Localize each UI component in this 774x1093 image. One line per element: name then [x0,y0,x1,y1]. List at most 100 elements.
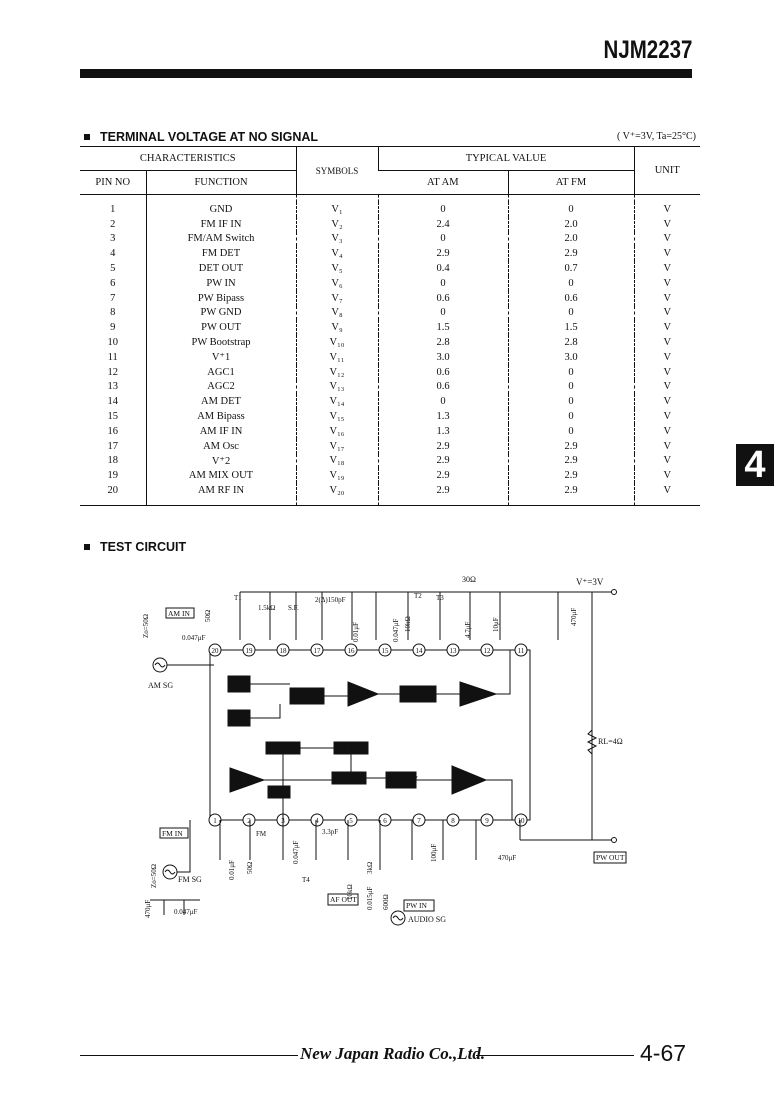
cell-symbol: V₁₉ [295,468,378,484]
cell-function: FM IF IN [145,216,296,232]
pin-circle [480,813,494,827]
header-at-fm: AT FM [507,170,634,195]
cell-pin: 7 [110,292,116,304]
cell-function: GND [145,202,296,217]
cell-symbol: V₁₂ [295,364,378,380]
cell-am: 2.9 [377,468,508,484]
pin-circle [344,643,358,657]
cell-fm: 0 [507,275,634,291]
label-r50-fm: 50Ω [246,862,254,874]
pin-number: 15 [382,647,390,655]
cell-pin: 10 [107,337,119,349]
cell-am: 2.9 [377,453,508,469]
cell-function: AM RF IN [145,483,296,498]
pin-number: 2 [247,817,251,825]
cell-unit: V [633,335,700,350]
label-sf: S.F. [288,604,299,612]
block-sw: SW [271,788,283,797]
header-symbols: SYMBOLS [295,146,378,195]
cell-am: 2.8 [377,335,508,350]
block-osc: OSC [297,692,313,701]
pin-number: 10 [518,817,526,825]
pin-number: 6 [383,817,387,825]
cell-pin: 8 [110,307,116,319]
block-agc: AGC [463,690,480,699]
label-c2x150: 2(Δ)150pF [315,596,346,604]
cell-pin: 18 [107,455,119,467]
label-c470a: 470μF [570,608,578,626]
pin-number: 20 [212,647,220,655]
label-t1: T1 [234,594,242,602]
cell-unit: V [633,409,700,424]
label-t4: T4 [302,876,310,884]
cell-symbol: V₂ [295,216,378,232]
cell-unit: V [633,202,700,217]
cell-symbol: V₁₀ [295,335,378,350]
pin-circle [378,813,392,827]
measurement-condition: ( V⁺=3V, Ta=25°C) [616,131,696,142]
pin-circle [412,813,426,827]
cell-am: 1.5 [377,320,508,336]
cell-unit: V [633,468,700,484]
cell-pin: 5 [110,263,116,275]
cell-fm: 2.0 [507,216,634,232]
cell-pin: 9 [110,322,116,334]
cell-pin: 1 [110,203,116,215]
cell-am: 2.9 [377,246,508,262]
cell-unit: V [633,216,700,232]
cell-symbol: V₉ [295,320,378,336]
pin-number: 11 [518,647,525,655]
cell-unit: V [633,246,700,262]
cell-symbol: V₆ [295,275,378,291]
label-c470b: 470μF [498,854,516,862]
label-am-in: AM IN [168,609,190,618]
cell-unit: V [633,453,700,469]
cell-am: 3.0 [377,349,508,365]
cell-fm: 0 [507,305,634,321]
cell-fm: 2.8 [507,335,634,350]
cell-fm: 0 [507,202,634,217]
pin-number: 8 [451,817,455,825]
cell-symbol: V₁₆ [295,423,378,439]
pin-number: 17 [314,647,322,655]
cell-pin: 4 [110,248,116,260]
cell-function: AM IF IN [145,423,296,439]
cell-fm: 2.9 [507,468,634,484]
cell-fm: 2.9 [507,438,634,454]
label-c001: 0.01μF [228,860,236,880]
cell-function: AGC2 [145,379,296,395]
cell-unit: V [633,231,700,247]
block-fm-bias: FM BIAS [336,744,368,753]
cell-function: AGC1 [145,364,296,380]
cell-am: 0.6 [377,379,508,395]
cell-fm: 0 [507,364,634,380]
header-typical-value: TYPICAL VALUE [377,146,634,171]
label-r10k2: 10kΩ [346,884,354,900]
cell-function: DET OUT [145,261,296,276]
cell-fm: 0 [507,379,634,395]
cell-fm: 0.6 [507,290,634,306]
pin-number: 14 [416,647,424,655]
pin-circle [446,643,460,657]
company-name: New Japan Radio Co.,Ltd. [300,1044,486,1063]
cell-function: AM MIX OUT [145,468,296,484]
label-fm-sg: FM SG [178,875,202,884]
cell-function: AM DET [145,394,296,410]
pin-circle [208,643,222,657]
cell-symbol: V₁ [295,202,378,217]
chapter-tab: 4 [736,444,774,486]
label-c047a: 0.047μF [182,634,206,642]
cell-pin: 15 [107,411,119,423]
